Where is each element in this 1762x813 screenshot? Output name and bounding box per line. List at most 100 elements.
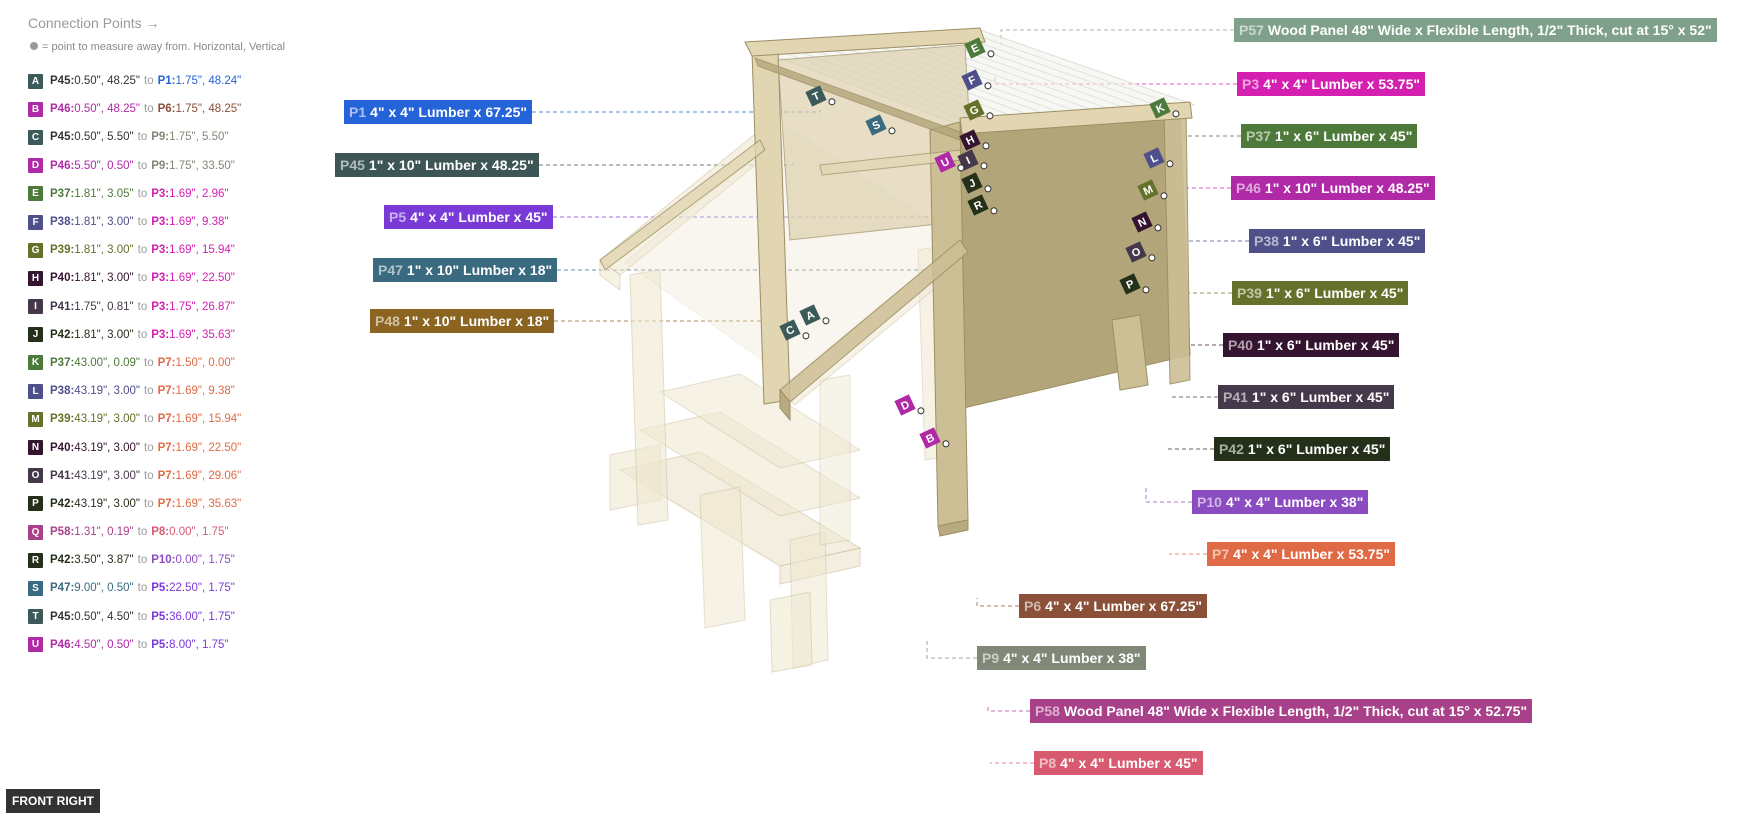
from-part: P40:: [50, 272, 75, 285]
marker-j[interactable]: J: [961, 169, 992, 200]
connection-points-legend: Connection Points → = point to measure a…: [28, 15, 348, 659]
leader-line: [926, 639, 977, 659]
marker-k[interactable]: K: [1149, 94, 1180, 125]
to-part: P7:: [157, 385, 176, 398]
connection-badge: Q: [28, 524, 43, 540]
from-part: P42:: [50, 554, 75, 567]
marker-m[interactable]: M: [1137, 176, 1168, 207]
from-value: 0.50", 5.50": [74, 131, 134, 144]
marker-f[interactable]: F: [961, 66, 992, 97]
marker-o[interactable]: O: [1125, 238, 1156, 269]
from-part: P37:: [50, 187, 75, 200]
to-part: P7:: [157, 413, 176, 426]
marker-box: [1149, 97, 1171, 119]
leader-line: [987, 704, 1030, 712]
marker-c[interactable]: C: [779, 316, 810, 347]
from-value: 0.50", 4.50": [74, 610, 134, 623]
part-id: P8: [1039, 755, 1057, 771]
structure-3d-view[interactable]: [599, 27, 1196, 673]
part-id: P38: [1254, 233, 1279, 249]
marker-b[interactable]: B: [919, 424, 950, 455]
marker-p[interactable]: P: [1119, 270, 1150, 301]
point-dot-icon: [986, 112, 994, 120]
from-part: P46:: [50, 103, 75, 116]
to-part: P9:: [151, 131, 170, 144]
marker-box: [967, 194, 989, 216]
from-part: P40:: [50, 441, 75, 454]
part-id: P47: [378, 262, 403, 278]
marker-letter: E: [970, 42, 982, 56]
marker-g[interactable]: G: [963, 96, 994, 127]
marker-r[interactable]: R: [967, 191, 998, 222]
marker-t[interactable]: T: [805, 82, 836, 113]
connection-badge: A: [28, 73, 43, 89]
to-value: 1.69", 9.38": [175, 385, 235, 398]
marker-l[interactable]: L: [1143, 144, 1174, 175]
point-dot-icon: [917, 407, 925, 415]
part-shape: [658, 373, 862, 469]
to-value: 1.69", 9.38": [169, 216, 229, 229]
marker-d[interactable]: D: [894, 391, 925, 422]
part-description: 4" x 4" Lumber x 67.25": [1045, 598, 1203, 614]
from-value: 4.50", 0.50": [74, 638, 134, 651]
part-description: 4" x 4" Lumber x 38": [1003, 650, 1141, 666]
marker-a[interactable]: A: [799, 301, 830, 332]
part-id: P58: [1035, 703, 1060, 719]
to-word: to: [137, 131, 148, 144]
marker-h[interactable]: H: [959, 126, 990, 157]
marker-u[interactable]: U: [934, 148, 965, 179]
part-description: 4" x 4" Lumber x 45": [410, 209, 548, 225]
to-word: to: [144, 469, 154, 482]
roof-rib: [948, 31, 1164, 109]
from-value: 1.75", 0.81": [74, 300, 134, 313]
connection-badge: M: [28, 411, 43, 427]
point-dot-icon: [980, 162, 988, 170]
to-word: to: [137, 244, 148, 257]
from-value: 43.00", 0.09": [74, 356, 141, 369]
to-part: P3:: [151, 244, 170, 257]
to-part: P3:: [151, 187, 170, 200]
part-id: P45: [340, 157, 365, 173]
to-part: P5:: [151, 582, 170, 595]
marker-letter: S: [871, 119, 883, 133]
part-shape: [769, 591, 813, 673]
to-value: 1.69", 29.06": [175, 469, 242, 482]
from-part: P39:: [50, 413, 75, 426]
marker-box: [1125, 241, 1147, 263]
part-id: P41: [1223, 389, 1248, 405]
marker-box: [894, 394, 916, 416]
marker-n[interactable]: N: [1131, 208, 1162, 239]
to-word: to: [137, 272, 148, 285]
legend-hint: = point to measure away from. Horizontal…: [30, 41, 348, 55]
marker-e[interactable]: E: [964, 34, 995, 65]
marker-s[interactable]: S: [865, 111, 896, 142]
view-label[interactable]: FRONT RIGHT: [6, 789, 100, 813]
to-word: to: [137, 187, 148, 200]
to-word: to: [144, 441, 154, 454]
